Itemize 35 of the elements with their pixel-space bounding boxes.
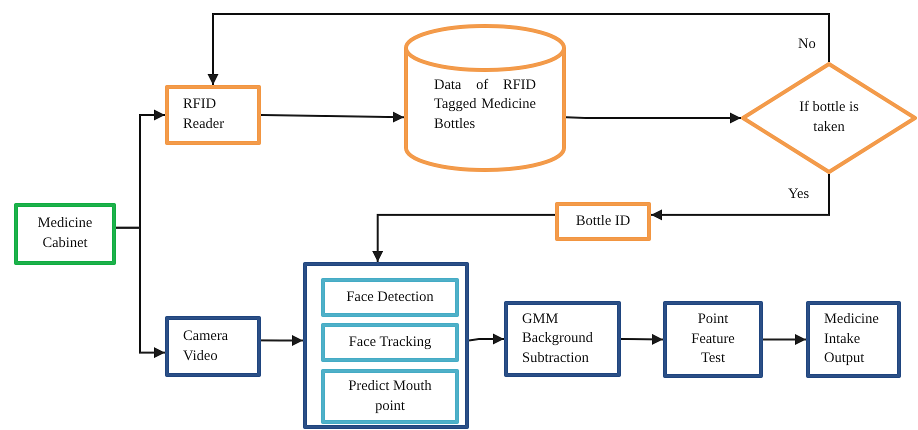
database-cylinder xyxy=(404,24,566,172)
start-box xyxy=(14,203,116,265)
arrow xyxy=(566,112,741,124)
node-label: Data of RFID Tagged Medicine Bottles xyxy=(434,76,536,134)
process-box xyxy=(555,202,651,241)
process-box xyxy=(504,301,621,377)
node-label: Face Tracking xyxy=(348,332,432,352)
process-box xyxy=(663,301,763,378)
process-box xyxy=(321,278,459,317)
node-label: Medicine Intake Output xyxy=(824,310,880,368)
process-box xyxy=(321,369,459,424)
node-label: Point Feature Test xyxy=(690,310,736,368)
arrow xyxy=(116,226,165,358)
arrow xyxy=(651,174,830,220)
arrow xyxy=(763,334,806,345)
arrow xyxy=(208,13,830,85)
process-box xyxy=(806,301,901,378)
group-box xyxy=(303,262,469,429)
process-box xyxy=(165,316,261,377)
node-label: RFID Reader xyxy=(183,95,226,134)
process-box xyxy=(321,323,459,362)
node-label: Bottle ID xyxy=(576,212,630,231)
node-label: If bottle is taken xyxy=(798,98,860,137)
node-label: Camera Video xyxy=(183,326,230,366)
decision-diamond xyxy=(741,62,917,174)
node-label: Face Detection xyxy=(346,288,434,307)
process-box xyxy=(165,85,261,145)
arrow xyxy=(261,335,303,346)
arrow xyxy=(468,334,504,344)
node-label: Predict Mouth point xyxy=(347,376,433,416)
node-label: GMM Background Subtraction xyxy=(522,310,594,368)
arrow xyxy=(372,214,555,262)
arrow xyxy=(260,112,404,123)
arrow xyxy=(620,334,664,345)
node-label: Medicine Cabinet xyxy=(36,214,94,253)
